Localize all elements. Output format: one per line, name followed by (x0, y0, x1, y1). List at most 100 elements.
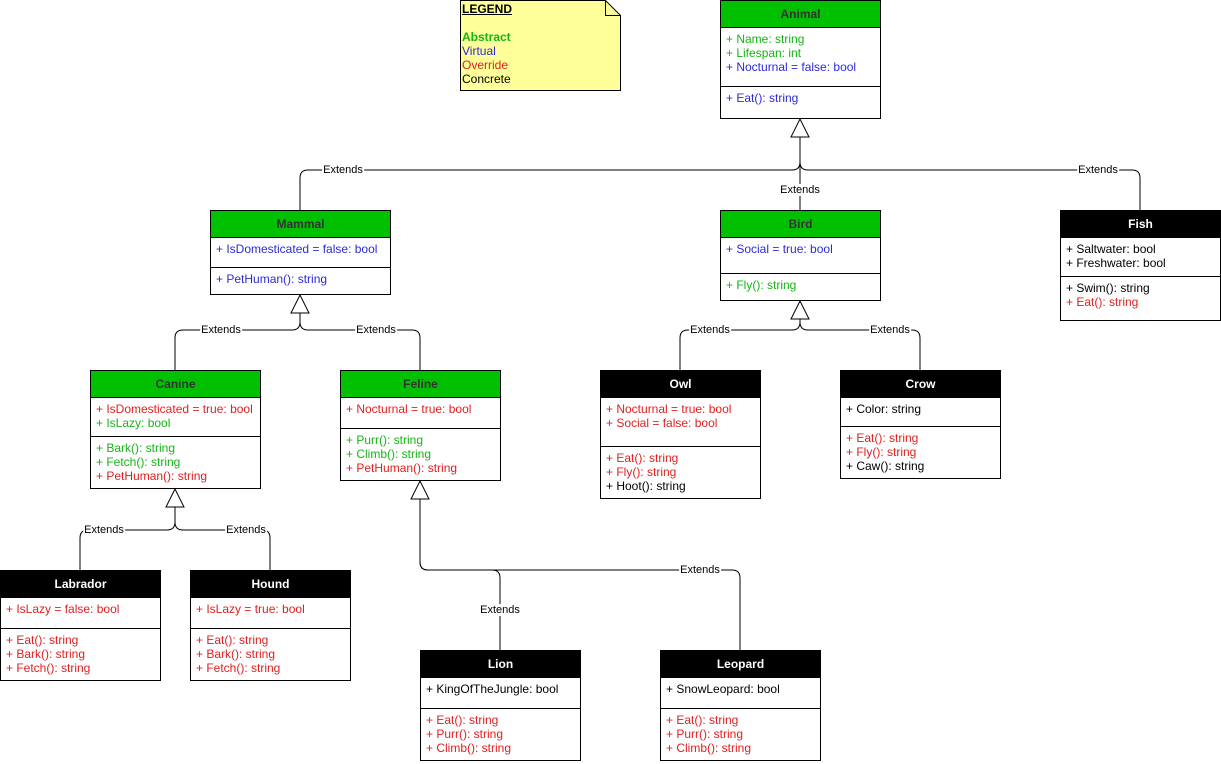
edge-label-labrador: Extends (83, 524, 125, 536)
class-owl[interactable]: Owl + Nocturnal = true: bool+ Social = fa… (600, 370, 761, 499)
class-method: + Eat(): string (6, 633, 79, 647)
class-method: + Eat(): string (666, 713, 739, 727)
edge-hound-canine (174, 507, 271, 570)
legend-note-shape (460, 0, 621, 91)
edge-label-feline: Extends (355, 324, 397, 336)
edge-leopard-feline (419, 499, 741, 650)
class-method: + Bark(): string (96, 441, 176, 455)
methods-section: + Purr(): string+ Climb(): string+ PetHu… (341, 428, 500, 478)
class-method: + Bark(): string (196, 647, 276, 661)
class-method: + Eat(): string (846, 431, 919, 445)
class-name: Canine (91, 371, 260, 398)
legend-title: LEGEND (462, 2, 513, 16)
fields-section: + IsLazy = false: bool (1, 598, 160, 628)
class-method: + Eat(): string (606, 451, 679, 465)
methods-section: + Eat(): string+ Purr(): string+ Climb()… (661, 708, 820, 758)
edge-label-crow: Extends (869, 324, 911, 336)
fields-section: + KingOfTheJungle: bool (421, 678, 580, 708)
edge-lion-feline (419, 499, 501, 650)
class-field: + Social = false: bool (606, 416, 718, 430)
edge-label-canine: Extends (200, 324, 242, 336)
class-field: + IsDomesticated = true: bool (96, 402, 253, 416)
class-crow[interactable]: Crow + Color: string + Eat(): string+ Fly(… (840, 370, 1001, 479)
legend-abstract: Abstract (462, 30, 511, 44)
edge-owl-bird (679, 319, 801, 370)
class-bird[interactable]: Bird+ Social = true: bool + Fly(): string (720, 210, 881, 301)
class-name: Crow (841, 371, 1000, 398)
class-name: Bird (721, 211, 880, 238)
class-field: + Lifespan: int (726, 46, 802, 60)
legend-override: Override (462, 58, 509, 72)
class-name: Mammal (211, 211, 390, 238)
arrowhead-animal (790, 117, 810, 138)
class-method: + Purr(): string (426, 727, 504, 741)
fields-section: + Name: string+ Lifespan: int+ Nocturnal… (721, 28, 880, 86)
class-field: + IsLazy = true: bool (196, 602, 305, 616)
class-field: + Name: string (726, 32, 805, 46)
arrowhead-feline (410, 479, 430, 500)
methods-section: + Bark(): string+ Fetch(): string+ PetHu… (91, 436, 260, 486)
methods-section: + Eat(): string+ Fly(): string+ Caw(): s… (841, 426, 1000, 476)
class-field: + Freshwater: bool (1066, 256, 1166, 270)
class-field: + SnowLeopard: bool (666, 682, 780, 696)
arrowhead-mammal (290, 293, 310, 314)
class-canine[interactable]: Canine+ IsDomesticated = true: bool+ IsL… (90, 370, 261, 489)
arrowhead-canine (165, 487, 185, 508)
fields-section: + Nocturnal = true: bool (341, 398, 500, 428)
edge-label-leopard: Extends (679, 564, 721, 576)
edge-crow-bird (799, 319, 921, 370)
fields-section: + Social = true: bool (721, 238, 880, 273)
methods-section: + Eat(): string+ Bark(): string+ Fetch()… (191, 628, 350, 678)
class-field: + Color: string (846, 402, 922, 416)
class-leopard[interactable]: Leopard+ SnowLeopard: bool+ Eat(): strin… (660, 650, 821, 761)
class-field: + Nocturnal = false: bool (726, 60, 857, 74)
class-method: + Fly(): string (606, 465, 677, 479)
class-method: + Swim(): string (1066, 281, 1150, 295)
methods-section: + Eat(): string+ Purr(): string+ Climb()… (421, 708, 580, 758)
class-method: + Fly(): string (726, 278, 797, 292)
fields-section: + Color: string (841, 398, 1000, 426)
class-field: + Saltwater: bool (1066, 242, 1156, 256)
edge-mammal-animal (299, 137, 801, 210)
class-method: + Purr(): string (346, 433, 424, 447)
methods-section: + Eat(): string+ Fly(): string+ Hoot(): … (601, 446, 760, 496)
class-method: + Caw(): string (846, 459, 925, 473)
fields-section: + IsDomesticated = false: bool (211, 238, 390, 267)
class-method: + Eat(): string (1066, 295, 1139, 309)
class-fish[interactable]: Fish+ Saltwater: bool+ Freshwater: bool+… (1060, 210, 1221, 321)
legend-note: LEGEND Abstract Virtual Override Concret… (460, 0, 621, 91)
edge-label-lion: Extends (479, 604, 521, 616)
edge-canine-mammal (174, 313, 301, 370)
class-method: + Eat(): string (196, 633, 269, 647)
edge-feline-mammal (299, 313, 421, 370)
edge-label-mammal: Extends (322, 164, 364, 176)
methods-section: + Eat(): string (721, 86, 880, 108)
class-field: + Nocturnal = true: bool (606, 402, 732, 416)
class-name: Labrador (1, 571, 160, 598)
class-name: Owl (601, 371, 760, 398)
class-feline[interactable]: Feline+ Nocturnal = true: bool+ Purr(): … (340, 370, 501, 481)
class-method: + Fetch(): string (6, 661, 91, 675)
class-field: + KingOfTheJungle: bool (426, 682, 559, 696)
class-name: Hound (191, 571, 350, 598)
fields-section: + SnowLeopard: bool (661, 678, 820, 708)
class-name: Lion (421, 651, 580, 678)
class-hound[interactable]: Hound + IsLazy = true: bool + Eat(): strin… (190, 570, 351, 681)
class-method: + Climb(): string (346, 447, 432, 461)
class-method: + Fetch(): string (196, 661, 281, 675)
methods-section: + Fly(): string (721, 273, 880, 295)
class-method: + Eat(): string (426, 713, 499, 727)
class-lion[interactable]: Lion + KingOfTheJungle: bool + Eat(): stri… (420, 650, 581, 761)
class-labrador[interactable]: Labrador + IsLazy = false: bool + Eat(): s… (0, 570, 161, 681)
class-method: + Bark(): string (6, 647, 86, 661)
class-animal[interactable]: Animal+ Name: string+ Lifespan: int+ Noc… (720, 0, 881, 119)
fields-section: + Saltwater: bool+ Freshwater: bool (1061, 238, 1220, 276)
class-method: + Purr(): string (666, 727, 744, 741)
class-field: + IsLazy = false: bool (6, 602, 120, 616)
class-field: + IsLazy: bool (96, 416, 171, 430)
class-mammal[interactable]: Mammal+ IsDomesticated = false: bool+ Pe… (210, 210, 391, 295)
methods-section: + PetHuman(): string (211, 267, 390, 289)
class-name: Fish (1061, 211, 1220, 238)
fields-section: + IsDomesticated = true: bool+ IsLazy: b… (91, 398, 260, 436)
edge-labrador-canine (79, 507, 176, 570)
